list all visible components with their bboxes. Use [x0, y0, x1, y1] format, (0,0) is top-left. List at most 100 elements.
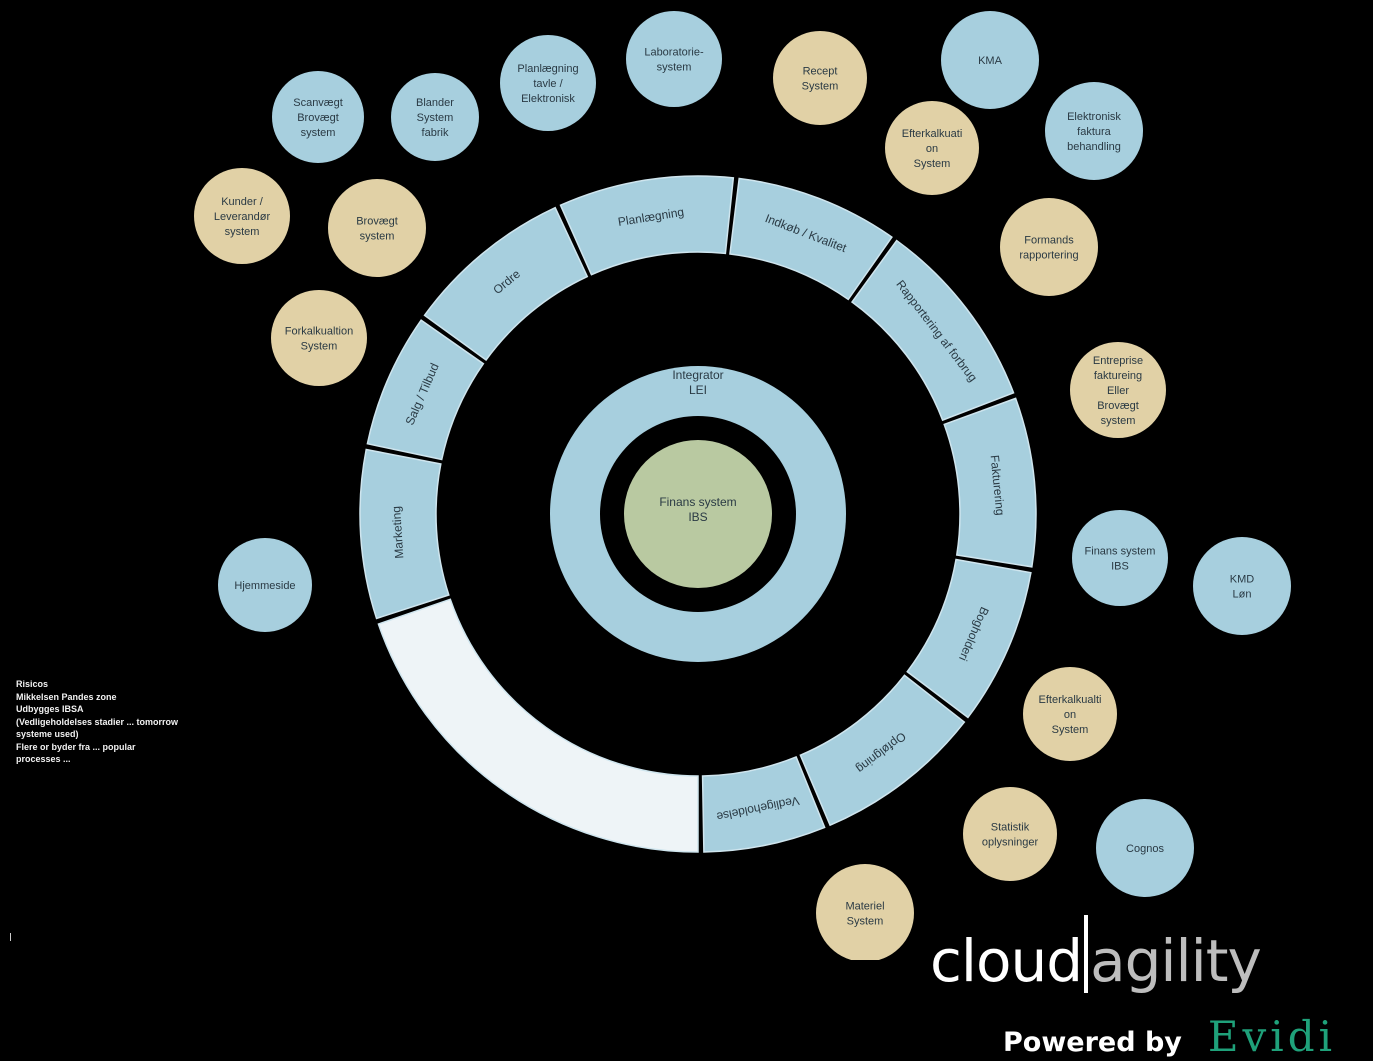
- system-label: Entreprise: [1093, 355, 1143, 367]
- system-label: Finans system: [1085, 546, 1156, 558]
- system-kma: KMA: [941, 11, 1039, 109]
- system-bubble: [816, 864, 914, 962]
- system-label: system: [301, 127, 336, 139]
- system-label: System: [802, 81, 839, 93]
- system-bubble: [328, 179, 426, 277]
- ring-segment-fakturering: [943, 397, 1037, 568]
- ring-segment-label: Fakturering: [988, 454, 1008, 516]
- logo-divider: [1084, 915, 1089, 993]
- system-bubbles: ScanvægtBrovægtsystemBlanderSystemfabrik…: [194, 11, 1291, 980]
- system-bubble: [272, 71, 364, 163]
- system-bubble: [941, 11, 1039, 109]
- system-label: System: [847, 916, 884, 928]
- ring-segment-vedligeholdelse: [701, 755, 826, 853]
- system-label: Elektronisk: [521, 93, 575, 105]
- edge-mark: [10, 933, 11, 941]
- center-label: IBS: [688, 510, 707, 524]
- system-label: system: [1101, 415, 1136, 427]
- ring-segment-planlægning: [559, 175, 735, 276]
- system-label: Recept: [803, 66, 838, 78]
- system-label: Materiel: [845, 901, 884, 913]
- ring-segment-marketing: [359, 448, 450, 620]
- system-bubble: [1096, 799, 1194, 897]
- system-label: Hjemmeside: [234, 580, 295, 592]
- ring-segment-indkøb-kvalitet: [729, 177, 893, 301]
- integrator-label: Integrator: [672, 368, 723, 382]
- system-label: faktureing: [1094, 370, 1142, 382]
- system-label: rapportering: [1019, 250, 1078, 262]
- system-label: Formands: [1024, 235, 1074, 247]
- system-label: system: [657, 62, 692, 74]
- system-label: Kunder /: [221, 196, 264, 208]
- system-elektronisk-faktura: Elektronisk faktura behandling: [1045, 82, 1143, 180]
- system-bubble: [1193, 537, 1291, 635]
- evidi-brand: Evidi: [1207, 1012, 1337, 1061]
- system-label: KMA: [978, 55, 1003, 67]
- system-bubble: [1072, 510, 1168, 606]
- system-kmd: KMD Løn: [1193, 537, 1291, 635]
- center-label: Finans system: [659, 495, 736, 509]
- system-label: Statistik: [991, 822, 1030, 834]
- system-bubble: [963, 787, 1057, 881]
- system-bubble: [391, 73, 479, 161]
- system-label: Forkalkualtion: [285, 326, 353, 338]
- center-finans-circle: [624, 440, 772, 588]
- system-cognos: Cognos: [1096, 799, 1194, 897]
- ring-segment-bogholderi: [906, 558, 1032, 719]
- system-label: Elektronisk: [1067, 111, 1121, 123]
- system-bubble: [885, 101, 979, 195]
- system-label: behandling: [1067, 141, 1121, 153]
- system-label: Løn: [1233, 589, 1252, 601]
- system-label: on: [926, 143, 938, 155]
- integrator-label: LEI: [689, 383, 707, 397]
- system-label: System: [417, 112, 454, 124]
- powered-by-label: Powered by: [1003, 1027, 1182, 1058]
- system-label: IBS: [1111, 561, 1129, 573]
- ring-segment-ordre: [423, 206, 589, 362]
- system-brovaegt: Brovægt system: [328, 179, 426, 277]
- logo-word-agility: agility: [1090, 927, 1262, 995]
- system-label: Planlægning: [517, 63, 578, 75]
- ring-segment-rapportering-af-forbrug: [850, 239, 1015, 422]
- system-bubble: [1070, 342, 1166, 438]
- system-label: System: [914, 158, 951, 170]
- system-label: System: [301, 341, 338, 353]
- system-bubble: [1000, 198, 1098, 296]
- system-label: KMD: [1230, 574, 1255, 586]
- system-label: faktura: [1077, 126, 1112, 138]
- system-bubble: [271, 290, 367, 386]
- system-label: system: [360, 231, 395, 243]
- system-label: Efterkalkuati: [902, 128, 963, 140]
- system-label: System: [1052, 724, 1089, 736]
- system-label: Laboratorie-: [644, 47, 704, 59]
- powered-by: Powered by Evidi: [1003, 1012, 1336, 1061]
- system-label: Efterkalkualti: [1039, 694, 1102, 706]
- system-formands: Formands rapportering: [1000, 198, 1098, 296]
- ring-segment-opfølgning: [799, 674, 966, 827]
- system-bubble: [500, 35, 596, 131]
- system-statistik: Statistik oplysninger: [963, 787, 1057, 881]
- system-label: Blander: [416, 97, 454, 109]
- system-label: Scanvægt: [293, 97, 343, 109]
- system-label: oplysninger: [982, 837, 1039, 849]
- system-bubble: [218, 538, 312, 632]
- system-label: Brovægt: [356, 216, 398, 228]
- system-label: Cognos: [1126, 843, 1164, 855]
- system-bubble: [773, 31, 867, 125]
- logo-word-cloud: cloud: [930, 927, 1083, 995]
- system-label: Leverandør: [214, 211, 271, 223]
- notes-text: Risicos Mikkelsen Pandes zone Udbygges I…: [16, 679, 179, 764]
